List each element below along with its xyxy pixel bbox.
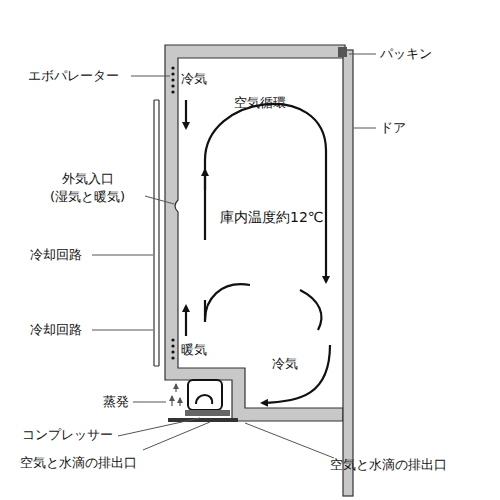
part-label: コンプレッサー <box>22 428 113 442</box>
part-label: 冷却回路 <box>30 248 82 262</box>
temperature-label: 庫内温度約12℃ <box>220 210 324 225</box>
part-label: ドア <box>380 121 406 135</box>
part-label: エボパレーター <box>28 69 119 83</box>
part-label: パッキン <box>380 47 432 61</box>
evaporator-dots <box>171 66 174 359</box>
leader-lines <box>92 54 376 458</box>
air-label: 冷気 <box>181 72 207 86</box>
part-label: 空気と水滴の排出口 <box>330 458 447 472</box>
part-label: 外気入口 <box>62 172 114 186</box>
cabinet-wall <box>165 45 345 421</box>
part-label: (湿気と暖気) <box>50 190 125 204</box>
air-label: 空気循環 <box>234 96 286 110</box>
air-circulation <box>205 104 326 330</box>
part-label: 冷却回路 <box>30 323 82 337</box>
door <box>343 50 353 496</box>
part-label: 蒸発 <box>103 395 129 409</box>
part-label: 空気と水滴の排出口 <box>20 456 137 470</box>
gasket <box>338 47 347 57</box>
air-label: 暖気 <box>181 343 207 357</box>
air-label: 冷気 <box>272 357 298 371</box>
